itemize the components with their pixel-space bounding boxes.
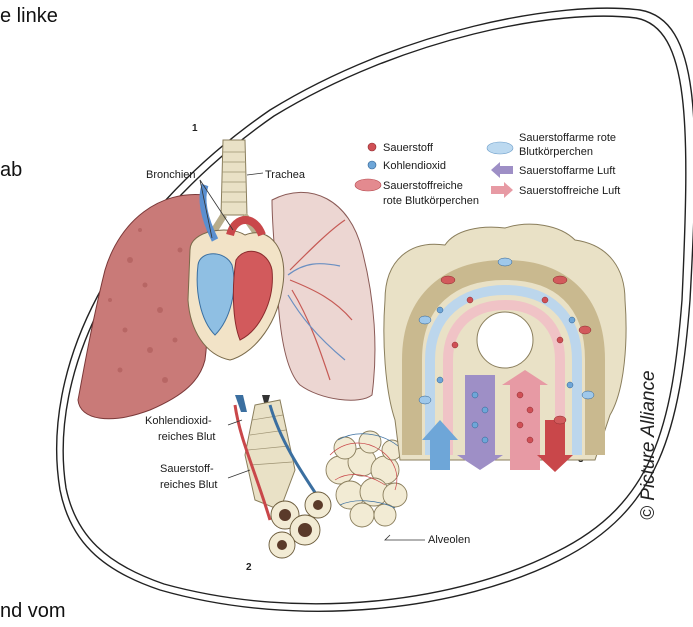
label-trachea: Trachea (265, 169, 306, 181)
image-credit: © Picture Alliance (638, 370, 659, 520)
alveoli-cluster-right (326, 431, 407, 527)
legend-sauerstoffarme-rbc-1: Sauerstoffarme rote (519, 132, 616, 144)
legend: Sauerstoff Kohlendioxid Sauerstoffreiche… (355, 132, 620, 207)
bronchiole (245, 400, 295, 510)
label-bronchien: Bronchien (146, 169, 196, 181)
text-fragment-top: e linke (0, 5, 58, 27)
legend-kohlendioxid: Kohlendioxid (383, 160, 446, 172)
panel-number-1: 1 (192, 123, 198, 134)
legend-oxygen-poor-rbc-icon (487, 142, 513, 154)
legend-sauerstoffreiche-rbc-2: rote Blutkörperchen (383, 195, 479, 207)
text-fragment-bottom: nd vom (0, 600, 66, 622)
alveolus-lumen (477, 312, 533, 368)
legend-sauerstoffarme-rbc-2: Blutkörperchen (519, 146, 593, 158)
legend-oxygen-poor-air-icon (491, 162, 513, 178)
text-fragment-mid: ab (0, 159, 22, 181)
label-sauerstoff-blut-1: Sauerstoff- (160, 463, 214, 475)
legend-sauerstoff: Sauerstoff (383, 142, 434, 154)
aorta (230, 220, 262, 235)
legend-co2-icon (368, 161, 376, 169)
label-kohlendioxid-blut-1: Kohlendioxid- (145, 415, 212, 427)
legend-oxygen-icon (368, 143, 376, 151)
panel-number-2: 2 (246, 562, 252, 573)
label-kohlendioxid-blut-2: reiches Blut (158, 431, 215, 443)
legend-sauerstoffreiche-rbc-1: Sauerstoffreiche (383, 180, 463, 192)
trachea (221, 140, 247, 215)
label-sauerstoff-blut-2: reiches Blut (160, 479, 217, 491)
legend-sauerstoffarme-luft: Sauerstoffarme Luft (519, 165, 615, 177)
legend-oxygen-rich-air-icon (491, 182, 513, 198)
legend-oxygen-rbc-icon (355, 179, 381, 191)
legend-sauerstoffreiche-luft: Sauerstoffreiche Luft (519, 185, 620, 197)
label-alveolen: Alveolen (428, 534, 470, 546)
